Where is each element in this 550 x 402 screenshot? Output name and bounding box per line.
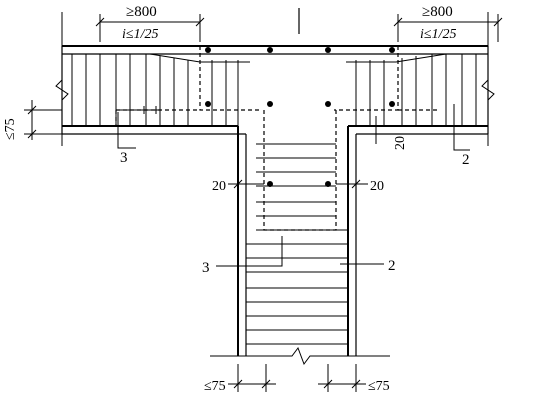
dim-web-right-clearance: 20: [370, 179, 384, 194]
web-hatching: [246, 143, 348, 345]
callout-web-left: 3: [202, 260, 210, 276]
rebar-dots: [205, 47, 395, 187]
rebar-dot: [267, 101, 273, 107]
dim-left-width: ≥800: [126, 4, 157, 20]
callout-left-flange: 3: [120, 150, 128, 166]
dim-left-slope: i≤1/25: [122, 27, 158, 42]
leader-lines: [117, 104, 470, 267]
dim-bottom-left-gap: ≤75: [204, 379, 226, 394]
rebar-dot: [389, 47, 395, 53]
dim-bottom-right-gap: ≤75: [368, 379, 390, 394]
rebar-dot: [389, 101, 395, 107]
callout-right-flange: 2: [462, 152, 470, 168]
rebar-dot: [267, 181, 273, 187]
rebar-dot: [267, 47, 273, 53]
rebar-dot: [325, 181, 331, 187]
dim-right-clearance: 20: [393, 136, 408, 150]
dim-web-left-clearance: 20: [212, 179, 226, 194]
dim-right-width: ≥800: [422, 4, 453, 20]
dimension-lines: [24, 14, 503, 392]
dim-left-side-gap: ≤75: [3, 118, 18, 140]
rebar-dot: [205, 47, 211, 53]
callout-web-right: 2: [388, 258, 396, 274]
slab-hatching: [62, 53, 488, 126]
rebar-dot: [205, 101, 211, 107]
rebar-dot: [325, 101, 331, 107]
dim-right-slope: i≤1/25: [420, 27, 456, 42]
break-lines: [55, 12, 495, 366]
outline: [61, 45, 489, 356]
rebar-dot: [325, 47, 331, 53]
